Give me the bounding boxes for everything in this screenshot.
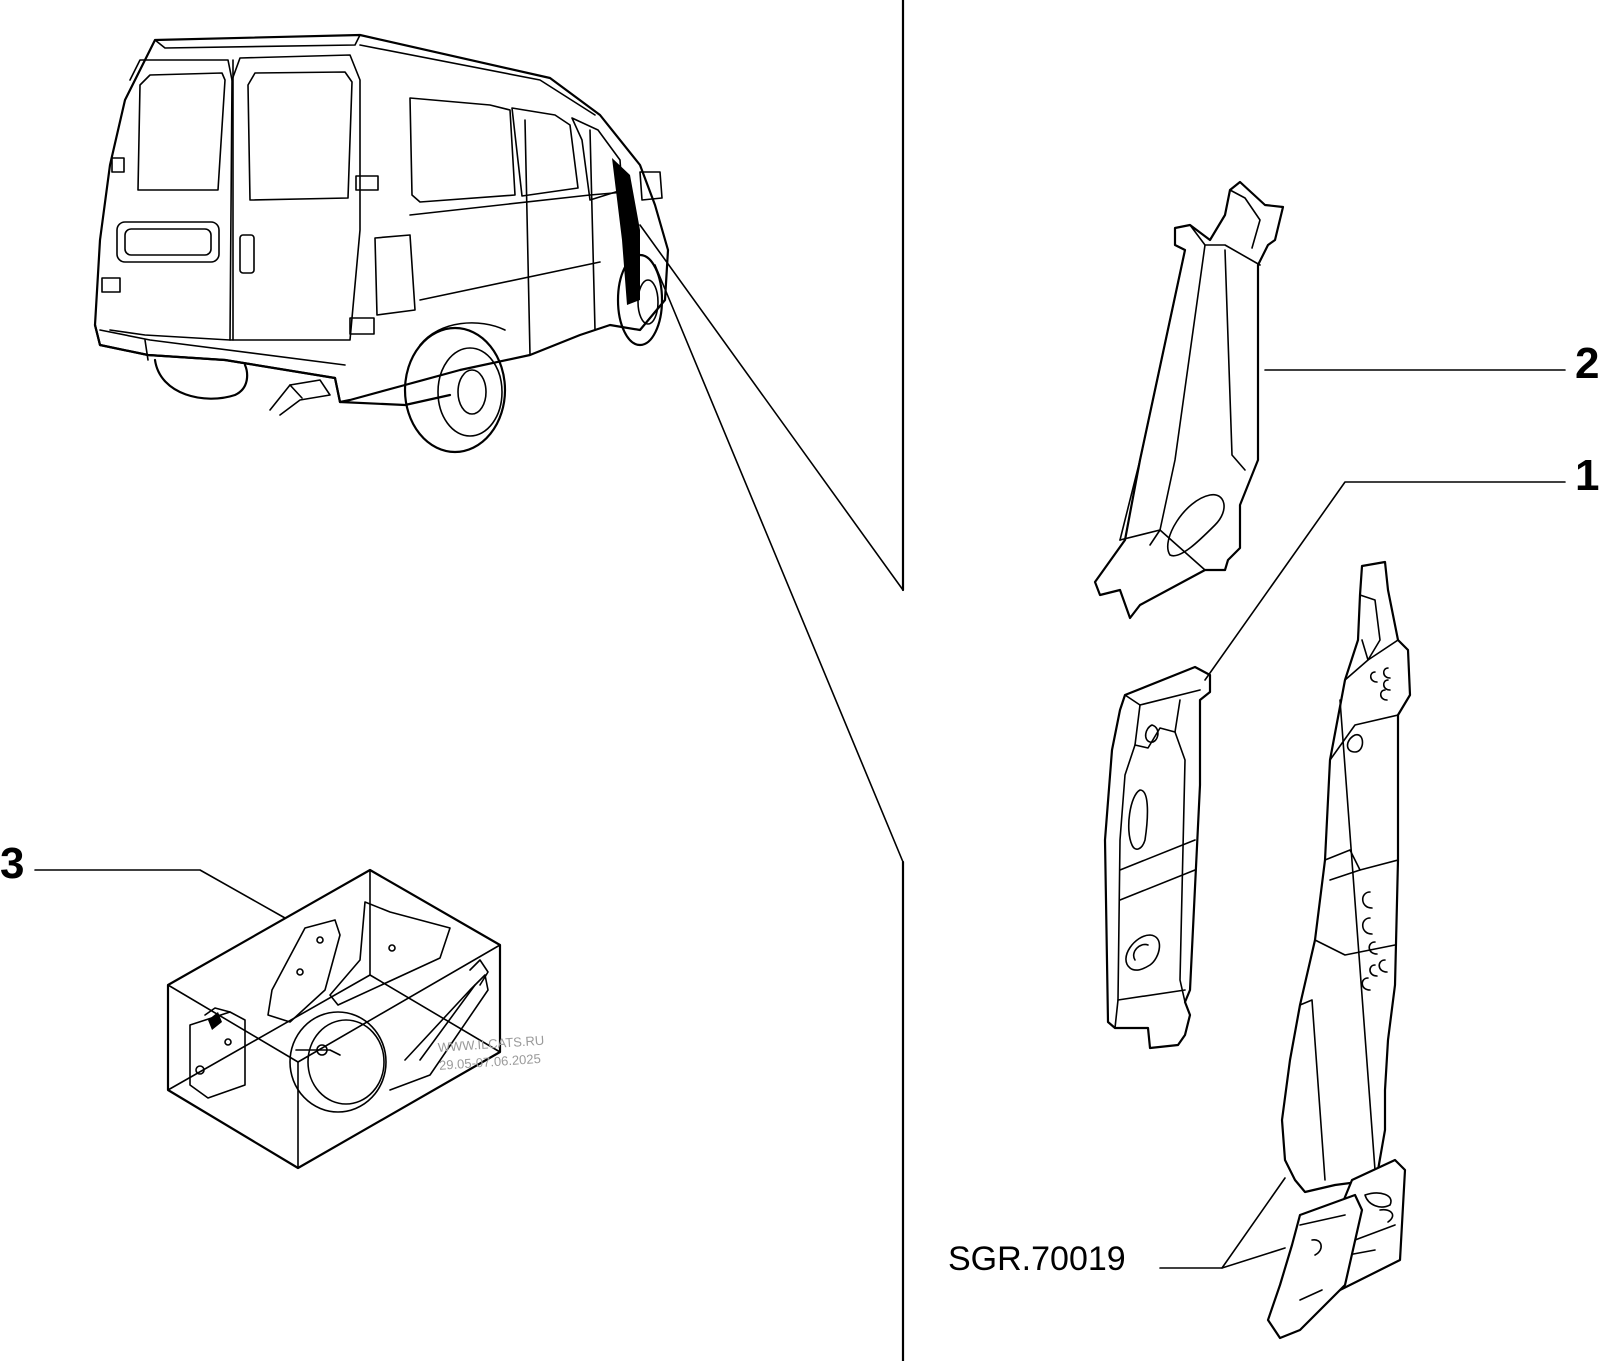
reinforcement-sill-panel (1280, 560, 1412, 1194)
watermark: WWW.ILCATS.RU 29.05-07.06.2025 (437, 1033, 544, 1073)
reference-code: SGR.70019 (948, 1240, 1126, 1278)
watermark-line-2: 29.05-07.06.2025 (439, 1051, 542, 1073)
part-3-kit-box (166, 868, 502, 1170)
reinforcement-plates (1266, 1158, 1407, 1340)
reference-code-group: SGR.70019 (948, 1177, 1286, 1278)
label-3-group: 3 (0, 839, 286, 919)
label-part-1: 1 (1575, 451, 1599, 500)
zoom-leader-lines (639, 224, 904, 863)
label-part-2: 2 (1575, 339, 1599, 388)
label-1-group: 1 (1204, 451, 1599, 681)
label-2-group: 2 (1264, 339, 1599, 388)
part-1-pillar (1103, 665, 1212, 1050)
label-part-3: 3 (0, 839, 24, 888)
part-2-pillar (1093, 180, 1285, 620)
watermark-line-1: WWW.ILCATS.RU (437, 1033, 544, 1055)
van-illustration (93, 33, 670, 454)
